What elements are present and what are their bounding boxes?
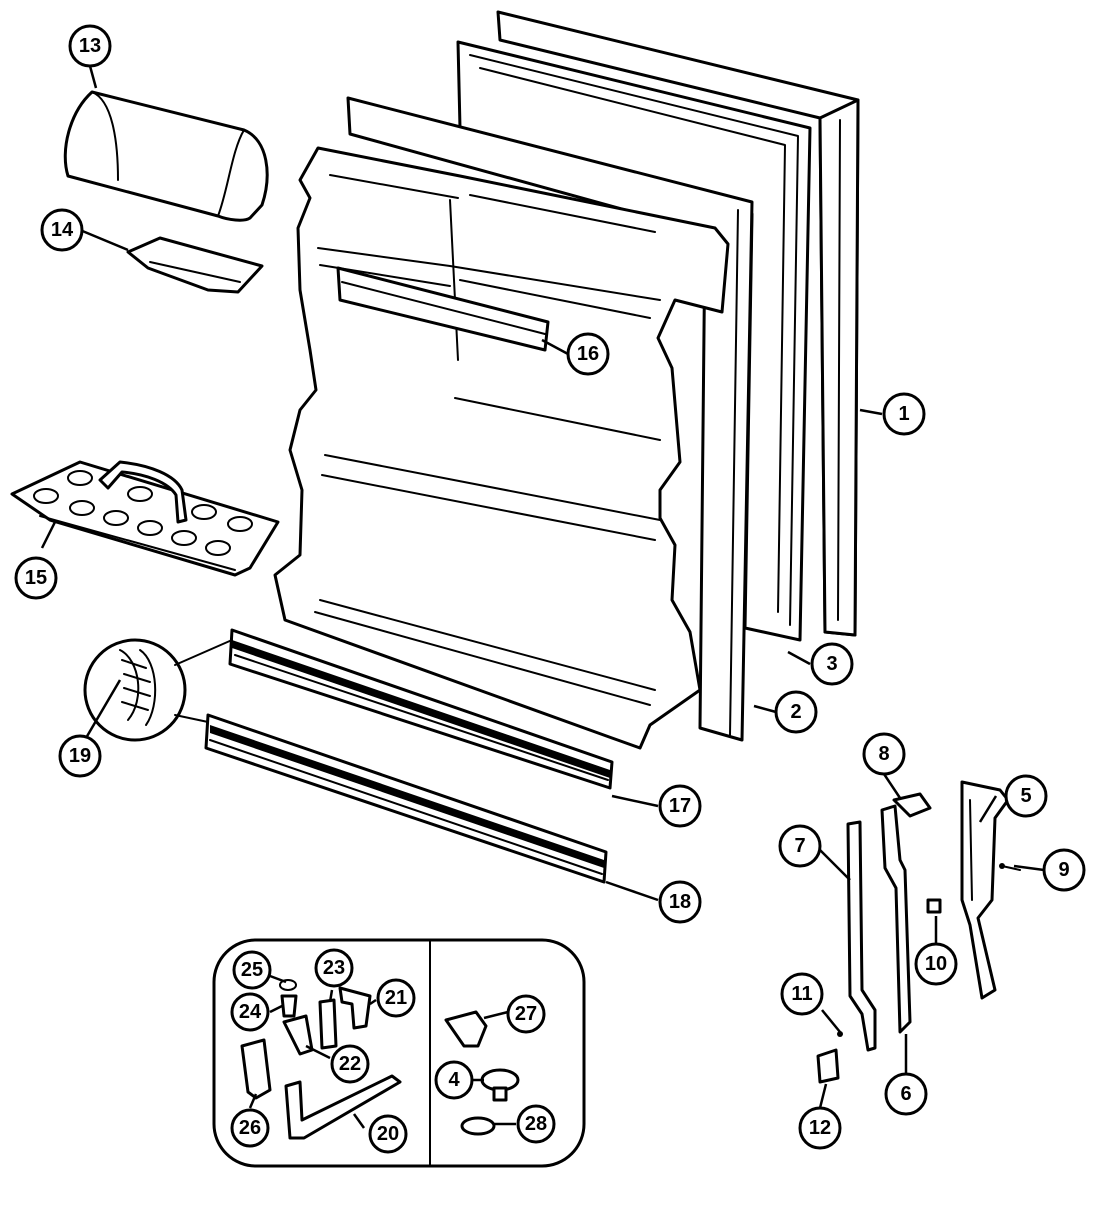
cover-12 (816, 1048, 840, 1084)
svg-text:20: 20 (377, 1123, 399, 1145)
svg-text:2: 2 (790, 701, 801, 723)
svg-text:22: 22 (339, 1053, 361, 1075)
svg-text:27: 27 (515, 1003, 537, 1025)
callout-16: 16 (566, 332, 610, 376)
callout-8: 8 (862, 732, 906, 776)
svg-text:21: 21 (385, 987, 407, 1009)
svg-text:5: 5 (1020, 785, 1031, 807)
cover-part (63, 90, 269, 222)
hinge-plate-8 (892, 792, 932, 818)
svg-text:13: 13 (79, 35, 101, 57)
callout-21: 21 (376, 978, 416, 1018)
callout-2: 2 (774, 690, 818, 734)
tray-part (126, 236, 264, 294)
callout-9: 9 (1042, 848, 1086, 892)
callout-26: 26 (230, 1108, 270, 1148)
callout-27: 27 (506, 994, 546, 1034)
svg-text:11: 11 (791, 983, 812, 1005)
screw-11 (837, 1031, 843, 1037)
detail-magnifier (83, 638, 233, 742)
svg-text:26: 26 (239, 1117, 261, 1139)
screw-9 (999, 863, 1021, 871)
outer-door-panel (496, 10, 860, 637)
callout-17: 17 (658, 784, 702, 828)
svg-text:18: 18 (669, 891, 691, 913)
svg-text:10: 10 (925, 953, 947, 975)
svg-text:24: 24 (239, 1001, 262, 1023)
callouts: 1 2 3 4 5 6 7 8 9 10 11 12 13 14 15 16 1… (14, 24, 1086, 1154)
svg-text:7: 7 (794, 835, 805, 857)
egg-tray (10, 460, 280, 577)
svg-text:1: 1 (898, 403, 909, 425)
svg-text:12: 12 (809, 1117, 831, 1139)
callout-14: 14 (40, 208, 84, 252)
shelf-bar-upper (228, 628, 614, 790)
callout-18: 18 (658, 880, 702, 924)
svg-text:3: 3 (826, 653, 837, 675)
callout-11: 11 (780, 972, 824, 1016)
callout-23: 23 (314, 948, 354, 988)
shelf-bar-lower (204, 713, 608, 884)
callout-4: 4 (434, 1060, 474, 1100)
callout-7: 7 (778, 824, 822, 868)
callout-6: 6 (884, 1072, 928, 1116)
svg-text:28: 28 (525, 1113, 547, 1135)
callout-22: 22 (330, 1044, 370, 1084)
svg-text:14: 14 (51, 219, 74, 241)
hinge-bar-6 (880, 804, 912, 1034)
callout-24: 24 (230, 992, 270, 1032)
inner-door-liner (273, 96, 754, 750)
callout-12: 12 (798, 1106, 842, 1150)
hinge-bar-7 (846, 820, 877, 1052)
svg-text:25: 25 (241, 959, 263, 981)
svg-text:8: 8 (878, 743, 889, 765)
clip-10 (926, 898, 942, 914)
callout-15: 15 (14, 556, 58, 600)
svg-text:9: 9 (1058, 859, 1069, 881)
leader-lines (40, 65, 1045, 1129)
callout-1: 1 (882, 392, 926, 436)
svg-text:4: 4 (448, 1069, 460, 1091)
callout-28: 28 (516, 1104, 556, 1144)
callout-25: 25 (232, 950, 272, 990)
callout-19: 19 (58, 734, 102, 778)
svg-text:17: 17 (669, 795, 691, 817)
callout-20: 20 (368, 1114, 408, 1154)
callout-3: 3 (810, 642, 854, 686)
callout-10: 10 (914, 942, 958, 986)
callout-13: 13 (68, 24, 112, 68)
svg-text:23: 23 (323, 957, 345, 979)
svg-text:19: 19 (69, 745, 91, 767)
callout-5: 5 (1004, 774, 1048, 818)
svg-text:15: 15 (25, 567, 47, 589)
svg-text:16: 16 (577, 343, 599, 365)
svg-text:6: 6 (900, 1083, 911, 1105)
hardware-inset-box (212, 938, 586, 1168)
